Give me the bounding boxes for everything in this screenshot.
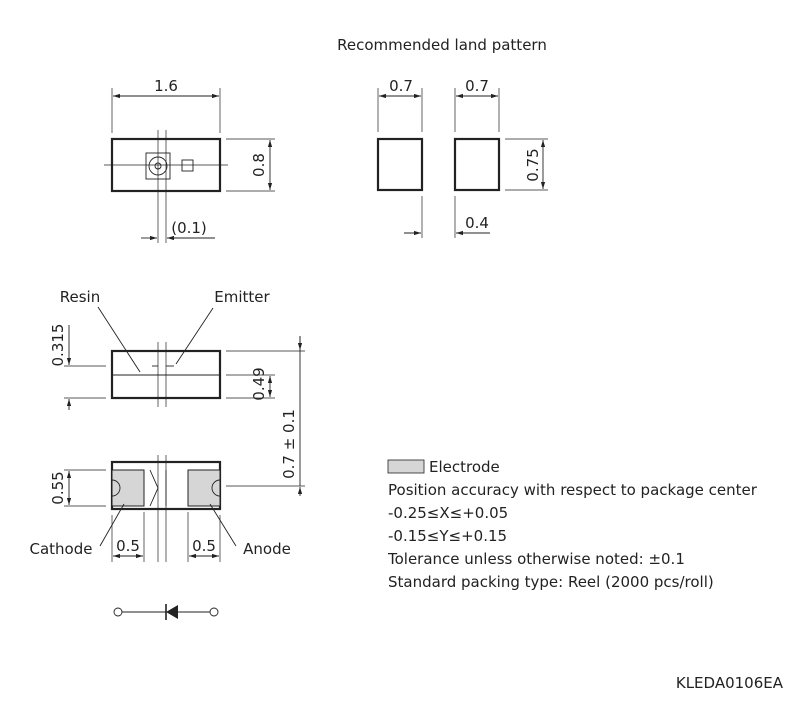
dim-emitter-height: 0.315	[49, 324, 67, 367]
land-pad-right	[453, 137, 501, 192]
dim-width: 0.8	[250, 153, 268, 177]
dim-anode-width: 0.5	[192, 537, 216, 555]
bond-pad-icon	[181, 159, 194, 172]
note-line-4: Tolerance unless otherwise noted: ±0.1	[387, 550, 685, 568]
note-line-3: -0.15≤Y≤+0.15	[388, 527, 507, 545]
note-line-2: -0.25≤X≤+0.05	[388, 504, 508, 522]
side-view: Resin Emitter 0.315 0.49 0.7 ± 0.1	[49, 288, 305, 496]
land-pattern: Recommended land pattern 0.7 0.7 0.75 0.…	[337, 36, 548, 238]
legend-electrode-swatch	[387, 459, 425, 474]
note-line-1: Position accuracy with respect to packag…	[388, 481, 758, 499]
dim-cathode-width: 0.5	[116, 537, 140, 555]
diode-symbol-icon	[113, 604, 219, 620]
drawing-code: KLEDA0106EA	[676, 674, 784, 692]
label-anode: Anode	[243, 540, 291, 558]
bottom-view: 0.55 Cathode Anode 0.5 0.5	[30, 455, 291, 562]
dim-total-height: 0.7 ± 0.1	[280, 409, 298, 479]
dim-pad-width-right: 0.7	[465, 77, 489, 95]
dim-pad-gap: 0.4	[465, 214, 489, 232]
emitter-chip-outline	[145, 152, 171, 180]
top-view: 1.6 0.8 (0.1)	[104, 77, 275, 243]
dim-resin-height: 0.49	[250, 367, 268, 400]
note-line-5: Standard packing type: Reel (2000 pcs/ro…	[388, 573, 714, 591]
dim-pad-width-left: 0.7	[389, 77, 413, 95]
dim-pad-height: 0.75	[524, 148, 542, 181]
label-emitter: Emitter	[214, 288, 270, 306]
electrode-anode	[187, 469, 221, 507]
dim-electrode-height: 0.55	[49, 471, 67, 504]
legend-electrode-label: Electrode	[429, 458, 500, 476]
notes: Electrode Position accuracy with respect…	[387, 458, 758, 591]
electrode-cathode	[111, 469, 145, 507]
dim-length: 1.6	[154, 77, 178, 95]
dim-offset: (0.1)	[171, 219, 207, 237]
land-pad-left	[376, 137, 424, 192]
emitter-chip-icon	[148, 156, 168, 176]
label-cathode: Cathode	[30, 540, 93, 558]
land-pattern-title: Recommended land pattern	[337, 36, 547, 54]
label-resin: Resin	[60, 288, 100, 306]
